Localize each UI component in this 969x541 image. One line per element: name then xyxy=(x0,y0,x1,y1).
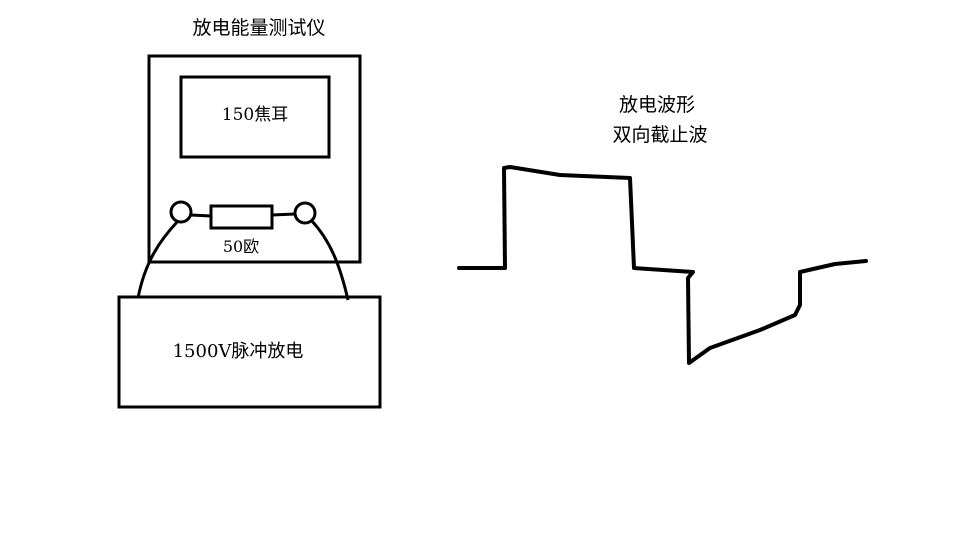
tester-display xyxy=(179,75,331,159)
resistor-lead-left xyxy=(190,213,212,218)
pulse-source-label: 1500V脉冲放电 xyxy=(173,341,304,362)
tester-title: 放电能量测试仪 xyxy=(192,17,325,39)
waveform-subtitle: 双向截止波 xyxy=(612,124,707,146)
discharge-waveform xyxy=(457,165,868,365)
resistor-lead-right xyxy=(271,212,296,217)
waveform-title: 放电波形 xyxy=(619,94,695,116)
tester-display-value: 150焦耳 xyxy=(222,105,288,125)
left-wire xyxy=(136,219,180,299)
resistor xyxy=(209,204,274,230)
left-terminal xyxy=(169,200,193,224)
right-wire xyxy=(309,218,350,301)
right-terminal xyxy=(293,201,317,225)
resistor-label: 50欧 xyxy=(223,237,259,256)
tester-body xyxy=(147,54,362,264)
pulse-source-box xyxy=(117,295,382,409)
